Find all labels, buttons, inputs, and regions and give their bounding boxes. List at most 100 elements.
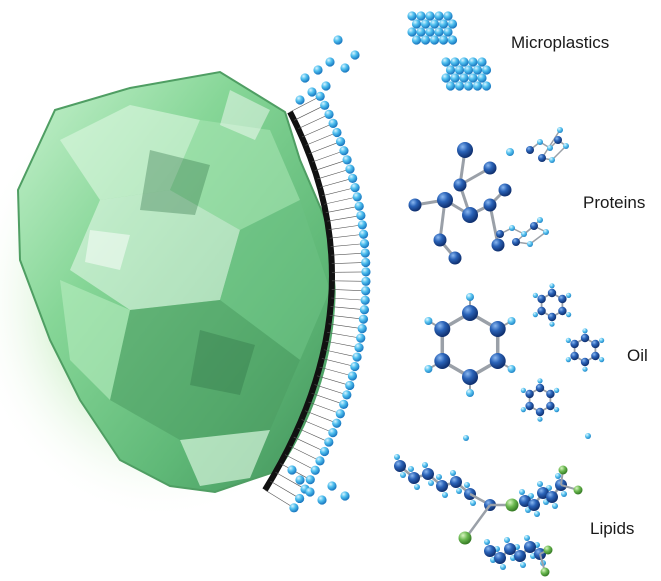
atom-icon [554, 388, 559, 393]
atom-icon [457, 142, 473, 158]
atom-icon [473, 81, 482, 90]
atom-icon [546, 491, 558, 503]
atom-icon [552, 503, 558, 509]
atom-icon [468, 73, 477, 82]
atom-icon [566, 338, 571, 343]
surfactant-bead-icon [342, 155, 351, 164]
label-proteins: Proteins [583, 193, 645, 213]
atom-icon [436, 474, 442, 480]
atom-icon [504, 543, 516, 555]
atom-icon [464, 482, 470, 488]
atom-icon [425, 27, 434, 36]
surfactant-bead-icon [295, 475, 304, 484]
surfactant-bead-icon [361, 286, 370, 295]
atom-icon [422, 468, 434, 480]
atom-icon [499, 184, 512, 197]
atom-icon [574, 486, 583, 495]
surfactant-bead-icon [350, 183, 359, 192]
atom-icon [536, 408, 544, 416]
atom-icon [548, 313, 556, 321]
atom-icon [462, 369, 478, 385]
surfactant-bead-icon [315, 456, 324, 465]
atom-icon [407, 27, 416, 36]
surfactant-bead-icon [332, 128, 341, 137]
atom-icon [400, 472, 406, 478]
surfactant-bead-icon [340, 63, 349, 72]
atom-icon [449, 252, 462, 265]
atom-icon [537, 217, 543, 223]
atom-icon [494, 552, 506, 564]
atom-icon [441, 73, 450, 82]
atom-icon [581, 334, 589, 342]
atom-icon [434, 11, 443, 20]
atom-icon [563, 143, 569, 149]
atom-icon [534, 511, 540, 517]
atom-icon [441, 57, 450, 66]
atom-icon [455, 65, 464, 74]
atom-icon [570, 340, 578, 348]
atom-icon [484, 162, 497, 175]
atom-icon [528, 499, 540, 511]
surfactant-bead-icon [350, 50, 359, 59]
atom-icon [446, 65, 455, 74]
atom-icon [519, 489, 525, 495]
surfactant-bead-icon [352, 352, 361, 361]
atom-icon [414, 484, 420, 490]
surfactant-bead-icon [361, 267, 370, 276]
atom-icon [450, 470, 456, 476]
atom-icon [462, 207, 478, 223]
surfactant-bead-icon [287, 465, 296, 474]
atom-icon [512, 238, 520, 246]
atom-icon [484, 539, 490, 545]
atom-icon [566, 357, 571, 362]
surfactant-bead-icon [324, 437, 333, 446]
atom-icon [421, 35, 430, 44]
atom-icon [525, 390, 533, 398]
atom-icon [591, 352, 599, 360]
atom-icon [504, 537, 510, 543]
atom-icon [421, 19, 430, 28]
atom-icon [436, 480, 448, 492]
atom-icon [464, 65, 473, 74]
atom-icon [561, 491, 567, 497]
atom-icon [462, 305, 478, 321]
surfactant-bead-icon [332, 419, 341, 428]
atom-icon [521, 231, 527, 237]
atom-icon [484, 545, 496, 557]
surfactant-bead-icon [345, 165, 354, 174]
atom-icon [554, 136, 562, 144]
atom-icon [500, 564, 506, 570]
surfactant-bead-icon [320, 447, 329, 456]
surfactant-bead-icon [317, 495, 326, 504]
surfactant-bead-icon [345, 381, 354, 390]
surfactant-bead-icon [360, 239, 369, 248]
atom-icon [492, 239, 505, 252]
surfactant-bead-icon [361, 248, 370, 257]
atom-icon [566, 312, 571, 317]
atom-icon [506, 499, 519, 512]
atom-icon [524, 535, 530, 541]
surfactant-bead-icon [328, 428, 337, 437]
surfactant-bead-icon [327, 481, 336, 490]
atom-icon [537, 378, 542, 383]
atom-icon [508, 365, 516, 373]
surfactant-bead-icon [359, 315, 368, 324]
atom-icon [424, 365, 432, 373]
atom-icon [434, 234, 447, 247]
atom-icon [537, 417, 542, 422]
atom-icon [434, 27, 443, 36]
atom-icon [582, 328, 587, 333]
atom-icon [477, 57, 486, 66]
atom-icon [428, 480, 434, 486]
molecule-bond [468, 505, 490, 535]
atom-icon [547, 145, 553, 151]
atom-icon [464, 81, 473, 90]
atom-icon [537, 295, 545, 303]
atom-icon [459, 532, 472, 545]
surfactant-bead-icon [359, 230, 368, 239]
surfactant-bead-icon [325, 57, 334, 66]
atom-icon [525, 402, 533, 410]
atom-icon [439, 19, 448, 28]
atom-icon [543, 229, 549, 235]
atom-icon [409, 199, 422, 212]
